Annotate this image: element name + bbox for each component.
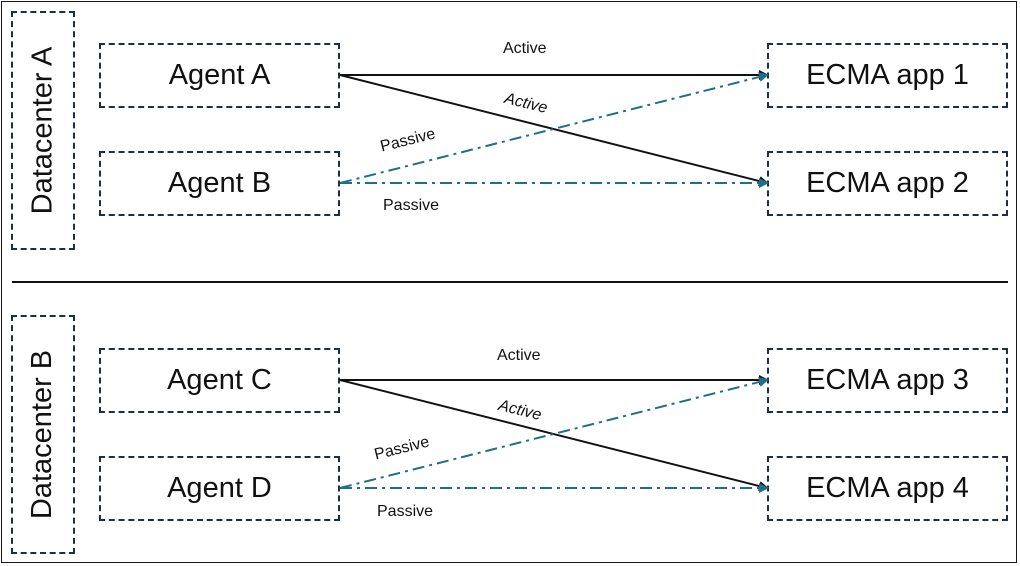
ecma-app-4-label: ECMA app 4 [806,472,969,504]
agent-a-box: Agent A [99,43,340,108]
agent-b-box: Agent B [99,151,340,216]
ecma-app-2-box: ECMA app 2 [767,151,1008,216]
agent-c-label: Agent C [167,364,272,396]
link-agent-b-to-app-1 [339,72,769,184]
datacenter-divider [12,281,1008,283]
label-agent-a-app-1: Active [503,40,547,57]
ecma-app-3-label: ECMA app 3 [806,364,969,396]
label-agent-b-app-2: Passive [383,197,440,214]
label-agent-c-app-3: Active [497,347,541,364]
link-agent-c-to-app-4 [339,379,769,491]
ecma-app-2-label: ECMA app 2 [806,167,969,199]
agent-b-label: Agent B [167,167,272,199]
ecma-app-1-label: ECMA app 1 [806,59,969,91]
agent-d-label: Agent D [167,472,272,504]
ecma-app-4-box: ECMA app 4 [767,456,1008,521]
ecma-app-3-box: ECMA app 3 [767,348,1008,413]
datacenter-a-label: Datacenter A [11,11,75,250]
datacenter-b-label: Datacenter B [11,315,75,554]
link-agent-a-to-app-2 [339,74,769,186]
agent-a-label: Agent A [168,59,271,91]
agent-c-box: Agent C [99,348,340,413]
label-agent-d-app-4: Passive [377,503,434,520]
agent-d-box: Agent D [99,456,340,521]
link-agent-d-to-app-3 [339,377,769,489]
